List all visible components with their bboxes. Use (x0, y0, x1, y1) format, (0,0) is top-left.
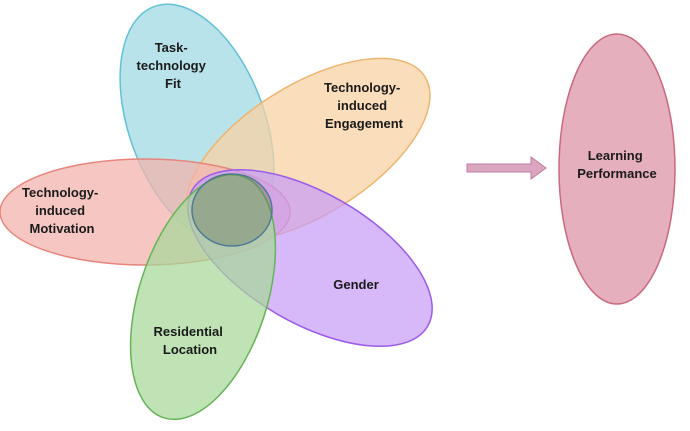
label-gender: Gender (333, 277, 379, 292)
label-residential-location: Residential Location (154, 324, 227, 357)
label-technology-induced-engagement: Technology- induced Engagement (324, 80, 404, 131)
arrow-icon (466, 156, 547, 180)
center-overlap (191, 173, 273, 247)
ellipse-residential-location (129, 173, 277, 421)
label-task-technology-fit: Task- technology Fit (137, 40, 210, 91)
ellipse-learning-performance (558, 33, 676, 305)
label-technology-induced-motivation: Technology- induced Motivation (22, 185, 102, 236)
label-learning-performance: Learning Performance (577, 148, 656, 181)
